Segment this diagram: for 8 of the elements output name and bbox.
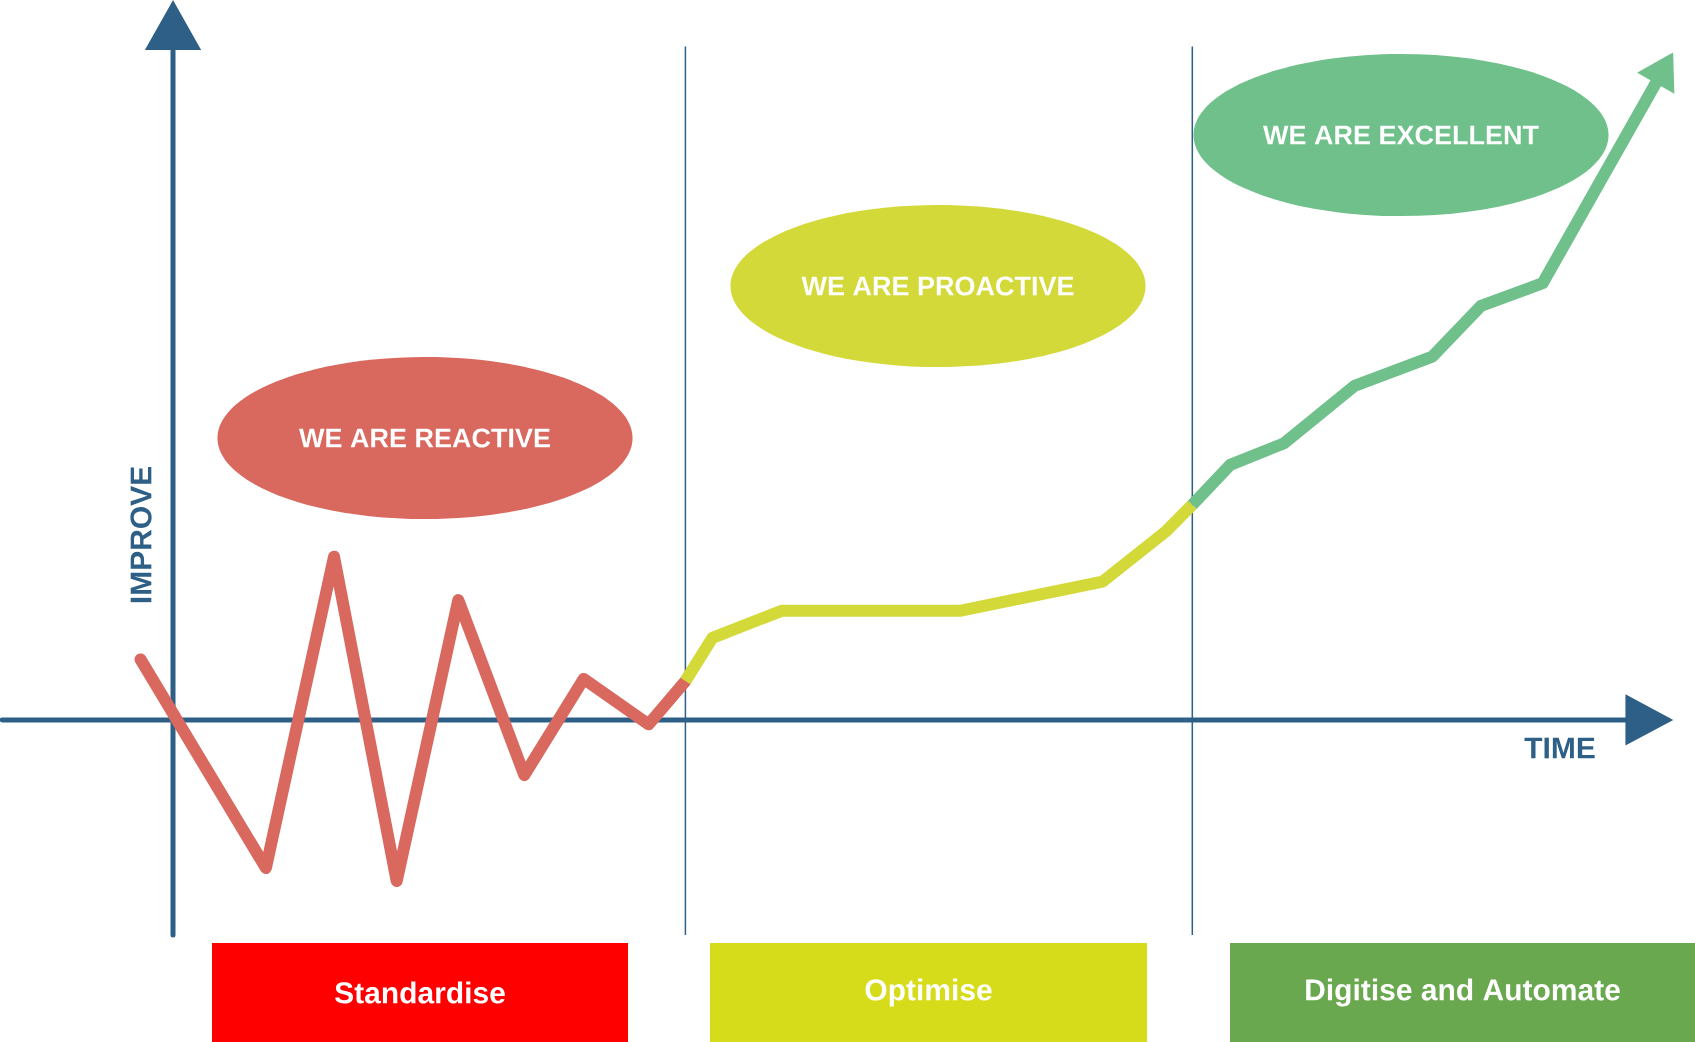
axis-label: IMPROVE [130,467,152,603]
stage-box: Digitise and Automate [1230,943,1695,1042]
stage-box: Optimise [710,943,1147,1042]
axis-label: TIME [1524,737,1595,759]
oval-label: WE ARE REACTIVE [217,356,633,520]
stage-box: Standardise [212,943,628,1042]
oval-label: WE ARE EXCELLENT [1193,53,1609,217]
oval-label: WE ARE PROACTIVE [730,204,1146,368]
